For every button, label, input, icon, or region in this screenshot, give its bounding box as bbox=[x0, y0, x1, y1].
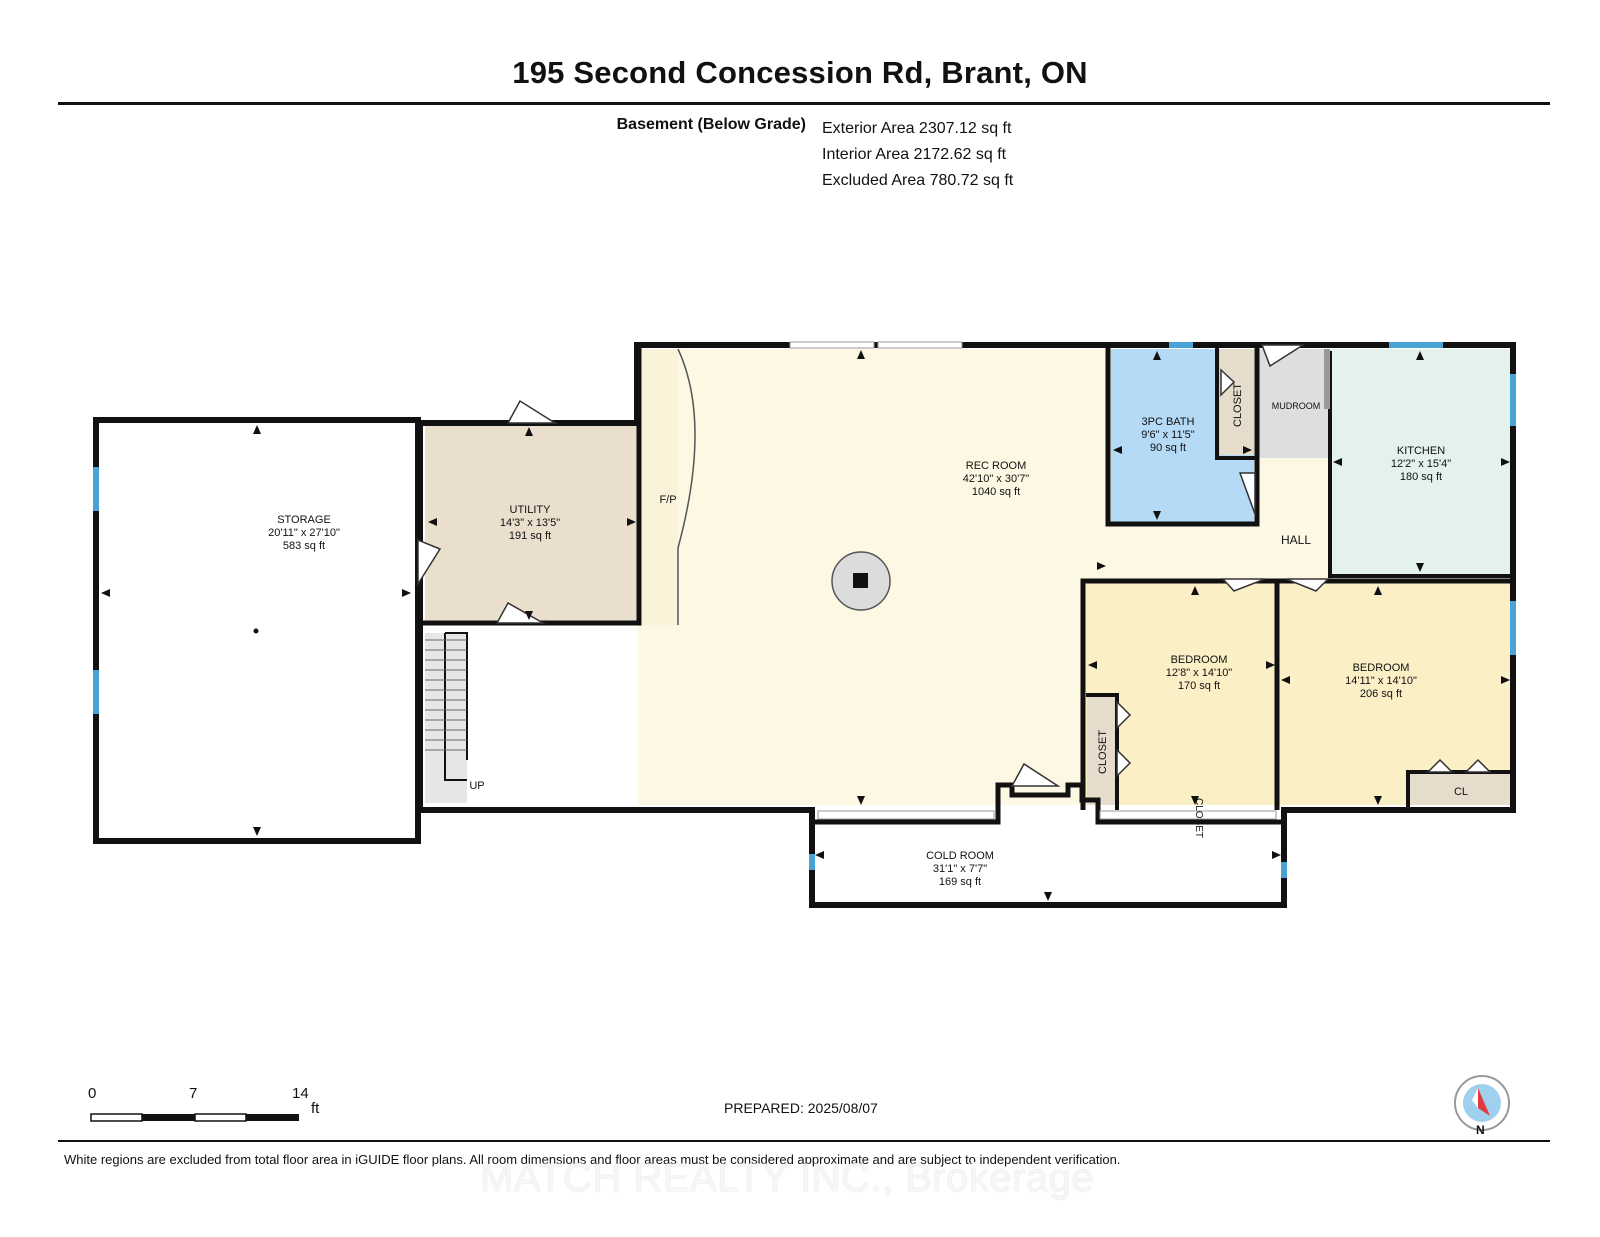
scale-unit: ft bbox=[311, 1100, 320, 1117]
storage-area: 583 sq ft bbox=[283, 540, 325, 552]
footer-rule bbox=[58, 1140, 1550, 1142]
bedroom2-area: 206 sq ft bbox=[1360, 688, 1402, 700]
bath-closet-label: CLOSET bbox=[1232, 383, 1244, 427]
bath-wall bbox=[1105, 345, 1260, 527]
scale-tick-0: 0 bbox=[88, 1085, 97, 1102]
excluded-area: Excluded Area 780.72 sq ft bbox=[822, 172, 1014, 189]
level-label: Basement (Below Grade) bbox=[616, 116, 806, 133]
bath-closet-fill bbox=[1220, 349, 1253, 455]
cl-closet-fill bbox=[1410, 774, 1510, 805]
bedroom2-dims: 14'11" x 14'10" bbox=[1345, 675, 1417, 687]
utility-name: UTILITY bbox=[510, 504, 552, 516]
scale-tick-14: 14 bbox=[292, 1085, 309, 1102]
mudroom-label: MUDROOM bbox=[1272, 401, 1321, 411]
north-label: N bbox=[1476, 1123, 1485, 1137]
kitchen-dims: 12'2" x 15'4" bbox=[1391, 458, 1451, 470]
storage-center-dot bbox=[253, 628, 259, 634]
disclaimer: White regions are excluded from total fl… bbox=[64, 1152, 1121, 1167]
fireplace-label: F/P bbox=[659, 494, 676, 506]
cold-name: COLD ROOM bbox=[926, 850, 994, 862]
interior-area: Interior Area 2172.62 sq ft bbox=[822, 146, 1007, 163]
kitchen-name: KITCHEN bbox=[1397, 445, 1445, 457]
kitchen-fill bbox=[1329, 349, 1513, 575]
rec-dims: 42'10" x 30'7" bbox=[963, 473, 1030, 485]
utility-area: 191 sq ft bbox=[509, 530, 551, 542]
cold-dims: 31'1" x 7'7" bbox=[933, 863, 987, 875]
scale-bar bbox=[90, 1113, 299, 1122]
stair-up-label: UP bbox=[469, 780, 484, 792]
page-title: 195 Second Concession Rd, Brant, ON bbox=[512, 55, 1088, 90]
room-labels: STORAGE 20'11" x 27'10" 583 sq ft UTILIT… bbox=[268, 383, 1468, 888]
mudroom-panel bbox=[1324, 349, 1330, 409]
bath-area: 90 sq ft bbox=[1150, 442, 1186, 454]
sliding-doors bbox=[789, 341, 1277, 820]
cold-area: 169 sq ft bbox=[939, 876, 981, 888]
storage-dims: 20'11" x 27'10" bbox=[268, 527, 340, 539]
bath-closet-wall bbox=[1215, 345, 1255, 460]
doors bbox=[417, 344, 1492, 787]
bath-dims: 9'6" x 11'5" bbox=[1141, 429, 1194, 441]
mudroom-fill bbox=[1258, 349, 1328, 458]
bedroom1-dims: 12'8" x 14'10" bbox=[1166, 667, 1233, 679]
fireplace-hearth bbox=[638, 349, 678, 625]
hall-label: HALL bbox=[1281, 533, 1311, 547]
bedroom1-name: BEDROOM bbox=[1171, 654, 1228, 666]
area-summary: Exterior Area 2307.12 sq ft Interior Are… bbox=[822, 116, 1013, 194]
prepared-date: PREPARED: 2025/08/07 bbox=[724, 1100, 878, 1116]
post-square bbox=[853, 573, 868, 588]
bedroom-closet-label: CLOSET bbox=[1097, 730, 1109, 774]
stair-rail bbox=[444, 632, 468, 781]
north-compass-icon bbox=[1454, 1075, 1510, 1131]
kitchen-wall bbox=[1328, 351, 1513, 578]
scale-tick-7: 7 bbox=[189, 1085, 198, 1102]
exterior-area: Exterior Area 2307.12 sq ft bbox=[822, 120, 1012, 137]
brokerage-watermark: MATCH REALTY INC., Brokerage bbox=[480, 1156, 1095, 1200]
storage-name: STORAGE bbox=[277, 514, 331, 526]
bath-name: 3PC BATH bbox=[1142, 416, 1195, 428]
stair-treads bbox=[425, 639, 467, 751]
windows bbox=[93, 342, 1516, 878]
kitchen-area: 180 sq ft bbox=[1400, 471, 1442, 483]
utility-wall bbox=[420, 345, 642, 626]
fireplace-outline bbox=[677, 348, 696, 625]
dimension-arrows bbox=[101, 350, 1510, 901]
bedroom-closet-fill bbox=[1087, 697, 1117, 805]
rec-area: 1040 sq ft bbox=[972, 486, 1020, 498]
bedroom1-area: 170 sq ft bbox=[1178, 680, 1220, 692]
bedroom-wall bbox=[1080, 578, 1513, 810]
title-rule bbox=[58, 102, 1550, 105]
bedroom2-name: BEDROOM bbox=[1353, 662, 1410, 674]
rec-name: REC ROOM bbox=[966, 460, 1027, 472]
cold-room-wall bbox=[812, 782, 1284, 825]
cl-label: CL bbox=[1454, 786, 1468, 798]
utility-dims: 14'3" x 13'5" bbox=[500, 517, 560, 529]
cold-closet-label: CLOSET bbox=[1193, 798, 1204, 838]
utility-fill bbox=[425, 423, 639, 623]
